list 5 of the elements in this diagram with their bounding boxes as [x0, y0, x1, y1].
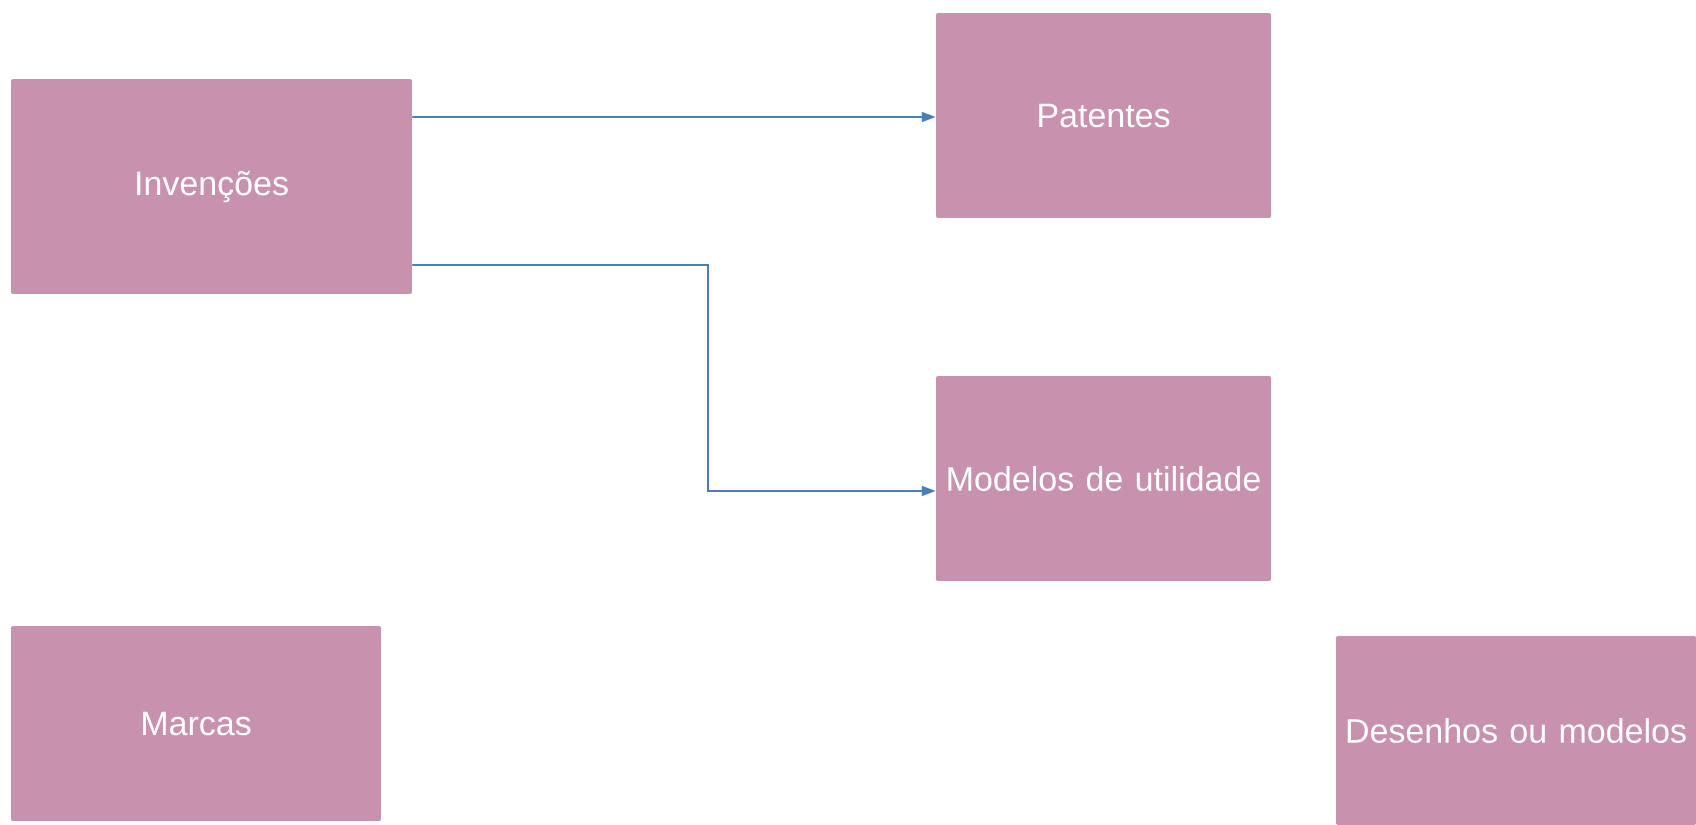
process-box: Patentes [936, 13, 1271, 218]
process-box: Marcas [11, 626, 381, 821]
process-box: Desenhos ou modelos [1336, 636, 1696, 825]
process-box: Modelos de utilidade [936, 376, 1271, 581]
process-box: Invenções [11, 79, 412, 294]
